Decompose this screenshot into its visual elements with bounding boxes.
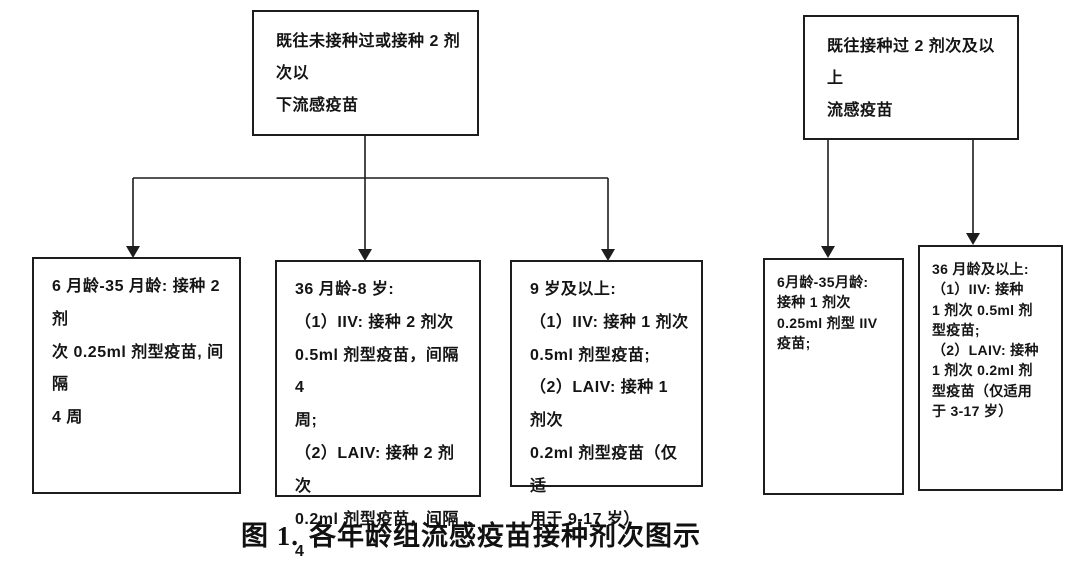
flow-node-6-35-months-first-time: 6 月龄-35 月龄: 接种 2 剂 次 0.25ml 剂型疫苗, 间隔 4 周	[32, 257, 241, 494]
figure-caption: 图 1. 各年龄组流感疫苗接种剂次图示	[0, 514, 942, 553]
flow-node-prior-2-or-more-doses: 既往接种过 2 剂次及以上 流感疫苗	[803, 15, 1019, 140]
flow-node-unvaccinated-or-under-2-doses: 既往未接种过或接种 2 剂次以 下流感疫苗	[252, 10, 479, 136]
arrow-down-icon	[601, 249, 615, 261]
figure-caption-number: 图 1.	[241, 521, 299, 551]
flow-node-36-months-8-years-first-time: 36 月龄-8 岁: （1）IIV: 接种 2 剂次 0.5ml 剂型疫苗，间隔…	[275, 260, 481, 560]
flow-node-36-months-and-above-previously-vaccinated: 36 月龄及以上: （1）IIV: 接种 1 剂次 0.5ml 剂 型疫苗; （…	[918, 245, 1063, 491]
arrow-down-icon	[126, 246, 140, 258]
flow-node-6-35-months-previously-vaccinated: 6月龄-35月龄: 接种 1 剂次 0.25ml 剂型 IIV 疫苗;	[763, 258, 904, 495]
flow-node-9-years-and-above-first-time: 9 岁及以上: （1）IIV: 接种 1 剂次 0.5ml 剂型疫苗; （2）L…	[510, 260, 703, 528]
figure-caption-title: 各年龄组流感疫苗接种剂次图示	[309, 521, 701, 551]
arrow-down-icon	[821, 246, 835, 258]
arrow-down-icon	[358, 249, 372, 261]
arrow-down-icon	[966, 233, 980, 245]
